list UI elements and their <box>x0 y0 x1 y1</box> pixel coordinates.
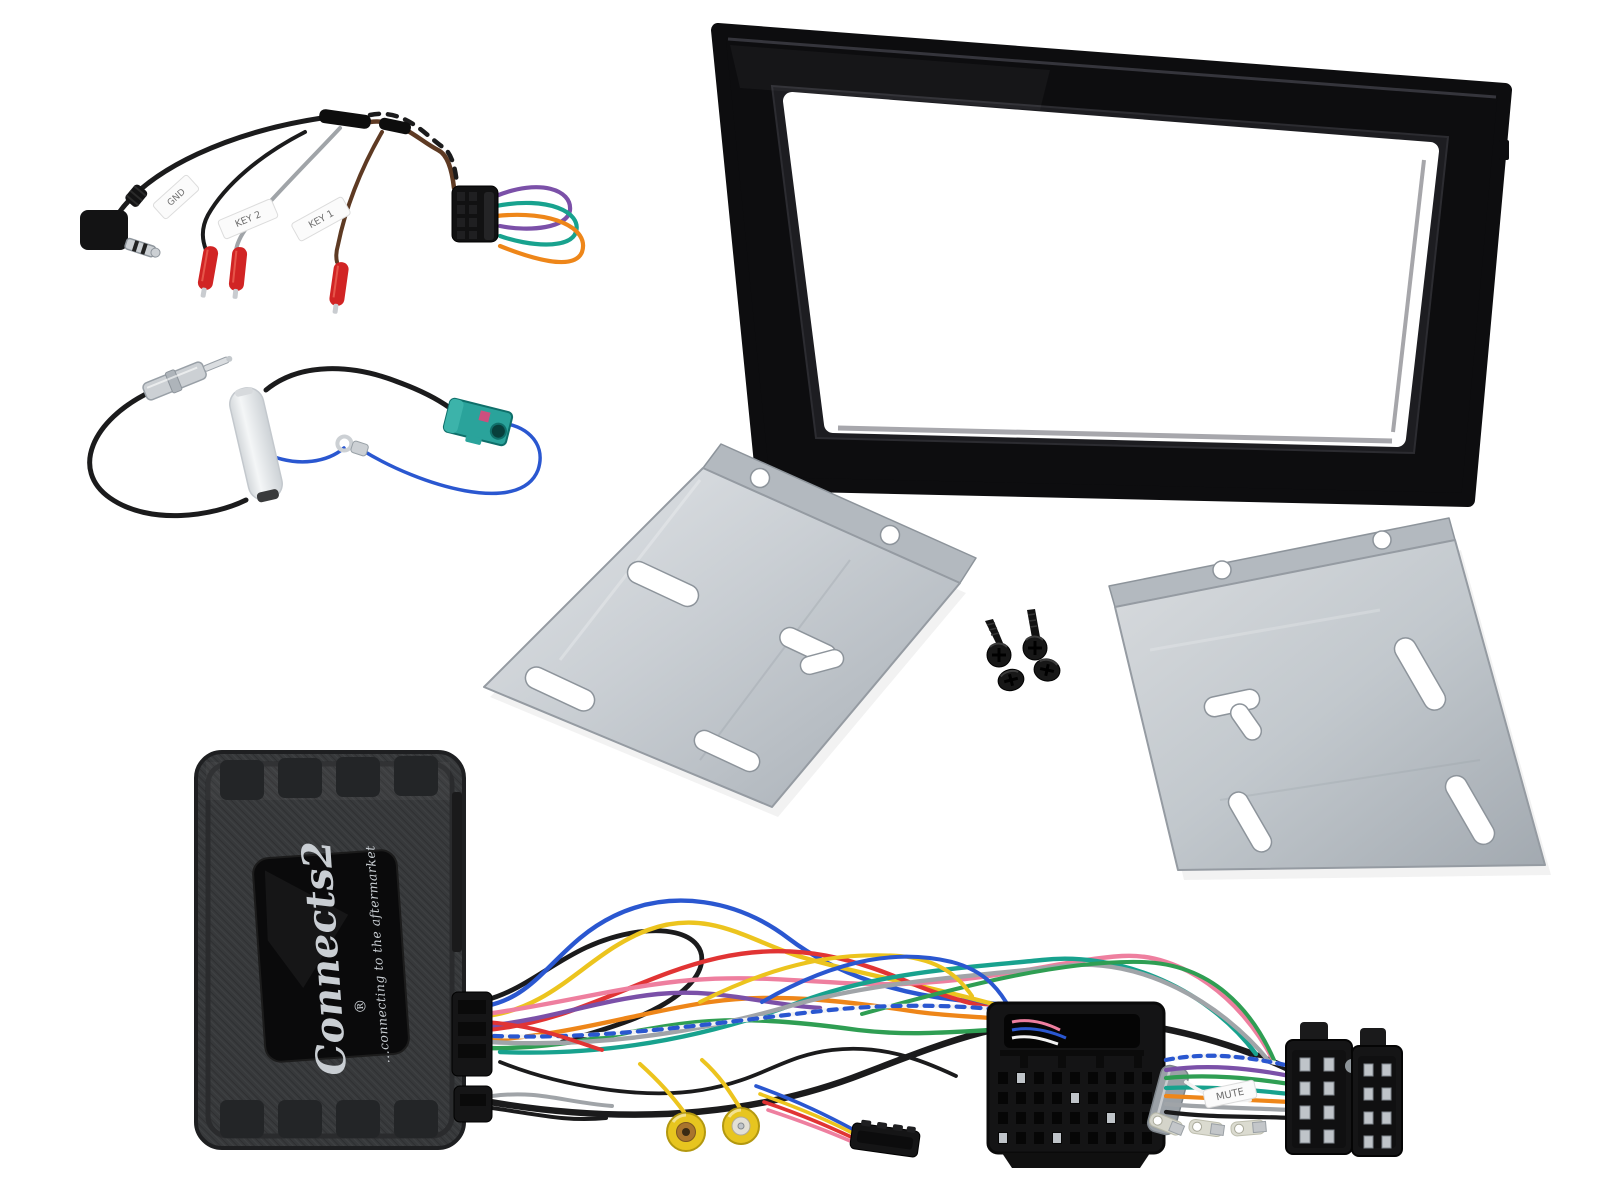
key1-wire <box>334 130 384 264</box>
ring-terminal <box>335 434 369 457</box>
fakra-connector <box>442 397 514 447</box>
fascia-panel <box>711 23 1512 507</box>
aux-jack <box>80 184 161 258</box>
bracket-keyhole-slot <box>799 648 845 676</box>
loop-purple <box>493 185 573 231</box>
fascia-side-tab <box>1499 140 1509 160</box>
bullet-connector <box>228 247 248 299</box>
din-antenna-plug <box>142 355 233 401</box>
wire-strand <box>484 1020 604 1052</box>
main-harness-wires <box>483 898 1340 1150</box>
spade-terminal <box>1148 1112 1186 1137</box>
interface-box: Connects2 ® ...connecting to the afterma… <box>194 750 493 1150</box>
wire-strand <box>1163 1065 1293 1079</box>
rca-connector-female <box>666 1112 706 1152</box>
screw <box>1022 609 1048 661</box>
spade-terminal <box>1188 1118 1226 1138</box>
screw <box>997 668 1025 692</box>
label-flag-key1: KEY 1 <box>291 196 351 242</box>
wire-strand <box>860 959 1276 1062</box>
screw <box>985 619 1012 668</box>
wire-strand <box>1163 1101 1293 1113</box>
registered-mark: ® <box>351 998 370 1014</box>
ten-pin-connector <box>451 185 586 265</box>
bracket-slot <box>626 560 700 608</box>
wire-strand <box>1163 1074 1293 1087</box>
iso-connector-b <box>1345 1028 1403 1157</box>
harness-tape-junction <box>319 109 411 135</box>
wire-strand <box>498 1046 958 1096</box>
bracket-face <box>1114 539 1546 871</box>
four-pin-plug <box>849 1119 921 1158</box>
brand-label <box>252 849 410 1063</box>
spade-terminal <box>1230 1119 1267 1137</box>
bracket-slot <box>524 666 596 712</box>
bracket-keyhole-slot <box>1229 703 1263 741</box>
quadlock-connector <box>986 1001 1166 1168</box>
inline-antenna-amplifier <box>229 387 283 503</box>
jack-tip <box>124 237 161 258</box>
bracket-slot <box>1393 637 1447 711</box>
wire-strand <box>1163 1109 1293 1121</box>
right-mounting-bracket <box>1108 517 1551 880</box>
left-mounting-bracket <box>483 443 977 817</box>
rca-connector-male <box>722 1107 760 1145</box>
fascia-opening <box>783 92 1439 447</box>
antenna-cable-loop <box>87 389 249 519</box>
bullet-connectors <box>197 246 349 314</box>
gnd-wire <box>200 130 307 252</box>
main-black-cable <box>486 1016 1340 1118</box>
bracket-slot <box>1444 774 1496 846</box>
bullet-connector <box>197 246 219 298</box>
loop-orange <box>493 212 586 265</box>
iso-connector-a <box>1285 1022 1353 1155</box>
rca-connectors <box>666 1107 760 1152</box>
bracket-slot <box>693 729 761 773</box>
wire-strand <box>698 953 974 1004</box>
wire-flag-labels: GND KEY 2 KEY 1 <box>152 174 351 242</box>
wire-strand <box>483 920 1003 1019</box>
screw <box>1033 658 1061 682</box>
bracket-slot <box>1227 791 1273 853</box>
mounting-screws <box>985 609 1061 692</box>
wire-strand <box>760 954 1008 1004</box>
antenna-ground-wire2 <box>360 422 542 496</box>
label-flag-gnd: GND <box>152 174 200 220</box>
label-flag-key2: KEY 2 <box>217 198 279 240</box>
spade-terminals <box>1148 1112 1267 1138</box>
wire-strand <box>483 948 1025 1033</box>
bracket-face <box>483 467 961 808</box>
wire-strand <box>487 962 1271 1063</box>
antenna-cable-right <box>263 366 453 411</box>
label-flag-mute: MUTE <box>1202 1079 1258 1109</box>
bullet-connector <box>329 262 349 314</box>
